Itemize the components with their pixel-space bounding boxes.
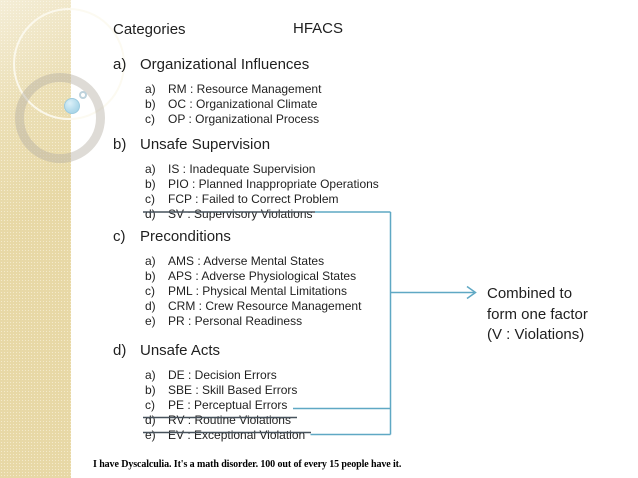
group-marker: b): [113, 136, 127, 153]
group-items: a) IS : Inadequate Supervision b) PIO : …: [145, 162, 379, 222]
item-text: AMS : Adverse Mental States: [168, 254, 325, 268]
item-marker: b): [145, 383, 156, 397]
list-item: a) AMS : Adverse Mental States: [145, 254, 361, 269]
group-label: Organizational Influences: [140, 56, 310, 73]
list-item-struck: d) RV : Routine Violations: [145, 413, 305, 428]
item-text: OP : Organizational Process: [168, 112, 320, 126]
item-text: APS : Adverse Physiological States: [168, 269, 357, 283]
item-text: SBE : Skill Based Errors: [168, 383, 298, 397]
list-item: c) FCP : Failed to Correct Problem: [145, 192, 379, 207]
group-items: a) RM : Resource Management b) OC : Orga…: [145, 82, 321, 127]
slide-heading-hfacs: HFACS: [293, 20, 344, 37]
decorative-circle-tiny: [79, 91, 87, 99]
list-item: a) IS : Inadequate Supervision: [145, 162, 379, 177]
footer-note: I have Dyscalculia. It's a math disorder…: [93, 459, 402, 470]
group-items: a) AMS : Adverse Mental States b) APS : …: [145, 254, 361, 329]
item-marker: b): [145, 177, 156, 191]
list-item: c) PE : Perceptual Errors: [145, 398, 305, 413]
item-marker: b): [145, 97, 156, 111]
category-group-organizational-influences: a) Organizational Influences a) RM : Res…: [113, 56, 321, 127]
item-marker: c): [145, 284, 155, 298]
list-item: a) DE : Decision Errors: [145, 368, 305, 383]
annotation-line: form one factor: [487, 305, 588, 323]
item-text: IS : Inadequate Supervision: [168, 162, 316, 176]
list-item: b) PIO : Planned Inappropriate Operation…: [145, 177, 379, 192]
item-marker: d): [145, 207, 156, 221]
list-item: a) RM : Resource Management: [145, 82, 321, 97]
category-group-unsafe-acts: d) Unsafe Acts a) DE : Decision Errors b…: [113, 342, 305, 443]
item-text: RV : Routine Violations: [168, 413, 291, 427]
category-group-unsafe-supervision: b) Unsafe Supervision a) IS : Inadequate…: [113, 136, 379, 222]
item-text: PML : Physical Mental Limitations: [168, 284, 347, 298]
decorative-circle-thick: [15, 73, 105, 163]
group-heading: d) Unsafe Acts: [113, 342, 305, 360]
page-title: Categories: [113, 21, 186, 38]
item-text: CRM : Crew Resource Management: [168, 299, 362, 313]
item-text: EV : Exceptional Violation: [168, 428, 306, 442]
list-item: c) OP : Organizational Process: [145, 112, 321, 127]
category-group-preconditions: c) Preconditions a) AMS : Adverse Mental…: [113, 228, 361, 329]
list-item: b) SBE : Skill Based Errors: [145, 383, 305, 398]
item-marker: a): [145, 82, 156, 96]
decorative-dot: [64, 98, 80, 114]
list-item: d) CRM : Crew Resource Management: [145, 299, 361, 314]
item-marker: e): [145, 314, 156, 328]
group-items: a) DE : Decision Errors b) SBE : Skill B…: [145, 368, 305, 443]
annotation-line: Combined to: [487, 285, 573, 302]
group-marker: a): [113, 56, 127, 73]
item-text: PE : Perceptual Errors: [168, 398, 288, 412]
item-text: PIO : Planned Inappropriate Operations: [168, 177, 379, 191]
item-marker: c): [145, 192, 155, 206]
group-label: Preconditions: [140, 228, 231, 245]
list-item-struck: d) SV : Supervisory Violations: [145, 207, 379, 222]
item-marker: c): [145, 398, 155, 412]
item-marker: b): [145, 269, 156, 283]
group-marker: d): [113, 342, 127, 359]
group-marker: c): [113, 228, 126, 245]
item-marker: e): [145, 428, 156, 442]
list-item: c) PML : Physical Mental Limitations: [145, 284, 361, 299]
item-marker: d): [145, 299, 156, 313]
item-text: PR : Personal Readiness: [168, 314, 303, 328]
list-item: b) OC : Organizational Climate: [145, 97, 321, 112]
list-item: e) PR : Personal Readiness: [145, 314, 361, 329]
list-item: b) APS : Adverse Physiological States: [145, 269, 361, 284]
annotation-line: (V : Violations): [487, 326, 585, 343]
item-marker: a): [145, 162, 156, 176]
item-text: DE : Decision Errors: [168, 368, 277, 382]
group-heading: b) Unsafe Supervision: [113, 136, 379, 154]
item-marker: a): [145, 368, 156, 382]
arrow-head-icon: [466, 285, 477, 300]
group-heading: c) Preconditions: [113, 228, 361, 246]
item-text: RM : Resource Management: [168, 82, 322, 96]
item-text: FCP : Failed to Correct Problem: [168, 192, 339, 206]
item-text: OC : Organizational Climate: [168, 97, 318, 111]
item-marker: a): [145, 254, 156, 268]
item-text: SV : Supervisory Violations: [168, 207, 313, 221]
item-marker: c): [145, 112, 155, 126]
group-heading: a) Organizational Influences: [113, 56, 321, 74]
item-marker: d): [145, 413, 156, 427]
annotation-combined-factor: Combined to form one factor (V : Violati…: [487, 284, 588, 346]
group-label: Unsafe Acts: [140, 342, 221, 359]
list-item-struck: e) EV : Exceptional Violation: [145, 428, 305, 443]
group-label: Unsafe Supervision: [140, 136, 271, 153]
